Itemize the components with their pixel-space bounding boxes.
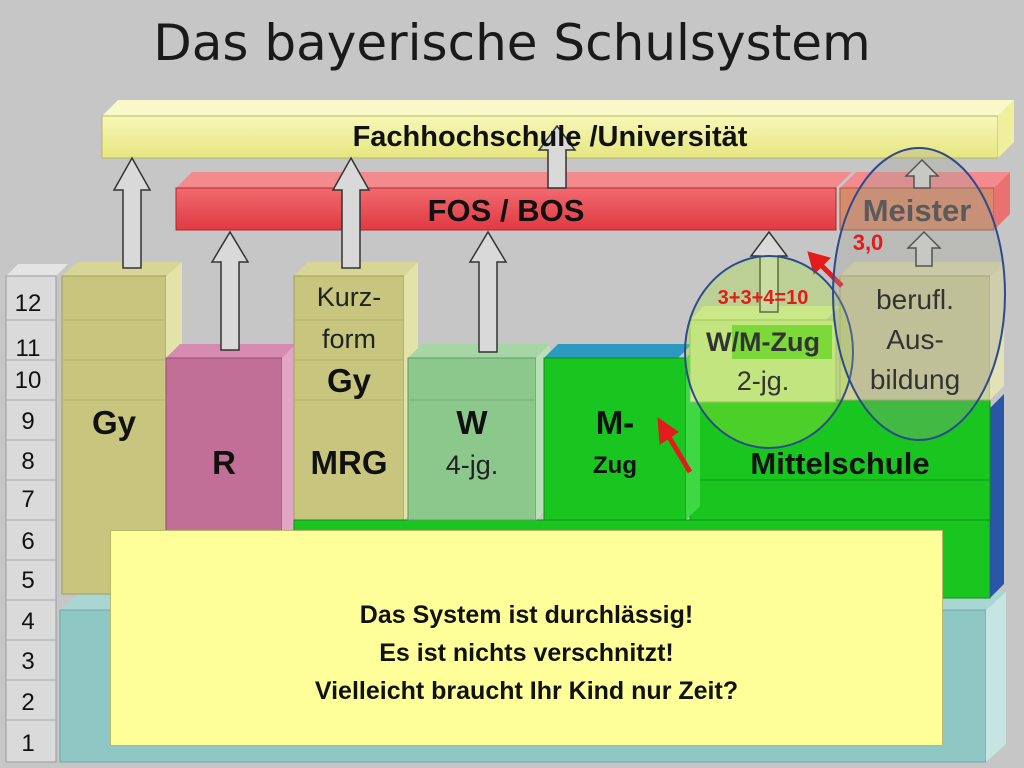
arrow-meister-icon [904,158,940,189]
wm-zug-block [689,306,840,403]
grade-12: 12 [14,290,42,317]
m-zug-label-line2: Zug [593,452,637,479]
arrow-fos-icon [537,124,577,189]
berufl-line1: berufl. [876,284,954,315]
red-arrows [657,251,844,474]
w-label: W [456,404,488,441]
grade-7: 7 [21,486,35,513]
message-line1: Das System ist durchlässig! [359,601,694,629]
message-line2: Es ist nichts verschnitzt! [379,639,674,667]
arrow-w-icon [468,230,508,353]
kurzform-mrg-label: MRG [310,444,388,481]
wm-zug-label-part1: W/ [706,327,740,357]
berufl-ellipse [832,147,1006,441]
up-arrows [112,124,942,353]
berufl-line2: Aus- [886,324,944,355]
university-bar [101,100,1014,159]
message-line3: Vielleicht braucht Ihr Kind nur Zeit? [314,677,739,705]
wm-zug-label: W/M-Zug [690,327,836,358]
kurzform-gy-label: Gy [326,362,372,399]
highlight-ellipses [684,147,1006,449]
message-box: Das System ist durchlässig! Es ist nicht… [110,530,943,746]
w-duration: 4-jg. [445,450,499,480]
r-label: R [212,444,236,481]
wm-zug-formula: 3+3+4=10 [717,287,809,309]
gy-label: Gy [91,404,137,441]
arrow-berufl-icon [906,230,942,267]
grade-column [5,264,68,763]
grade-4: 4 [21,608,35,635]
red-arrow-lower-icon [663,430,693,474]
grade-1: 1 [21,730,35,757]
kurzform-line1: Kurz- [316,282,382,312]
grade-2: 2 [21,689,35,716]
page-title: Das bayerische Schulsystem [153,14,871,72]
grade-11: 11 [15,335,41,362]
arrow-kurzform-icon [331,156,371,269]
wm-zug-duration: 2-jg. [736,366,790,396]
berufl-line3: bildung [869,364,961,395]
grade-note: 3,0 [852,230,884,255]
meister-label: Meister [862,193,972,228]
mittelschule-label: Mittelschule [750,446,930,481]
grade-9: 9 [21,408,35,435]
grade-8: 8 [21,448,35,475]
kurzform-line2: form [322,324,376,354]
grade-10: 10 [14,367,42,394]
arrow-r-icon [210,230,250,351]
fos-bos-label: FOS / BOS [427,193,585,228]
grade-5: 5 [21,567,35,594]
university-label: Fachhochschule /Universität [352,121,748,153]
grade-3: 3 [21,648,35,675]
grade-6: 6 [21,528,35,555]
wm-zug-label-part2: M-Zug [739,327,820,357]
m-zug-label-line1: M- [595,404,635,441]
wm-zug-ellipse [684,255,854,449]
arrow-gy-icon [112,156,152,269]
